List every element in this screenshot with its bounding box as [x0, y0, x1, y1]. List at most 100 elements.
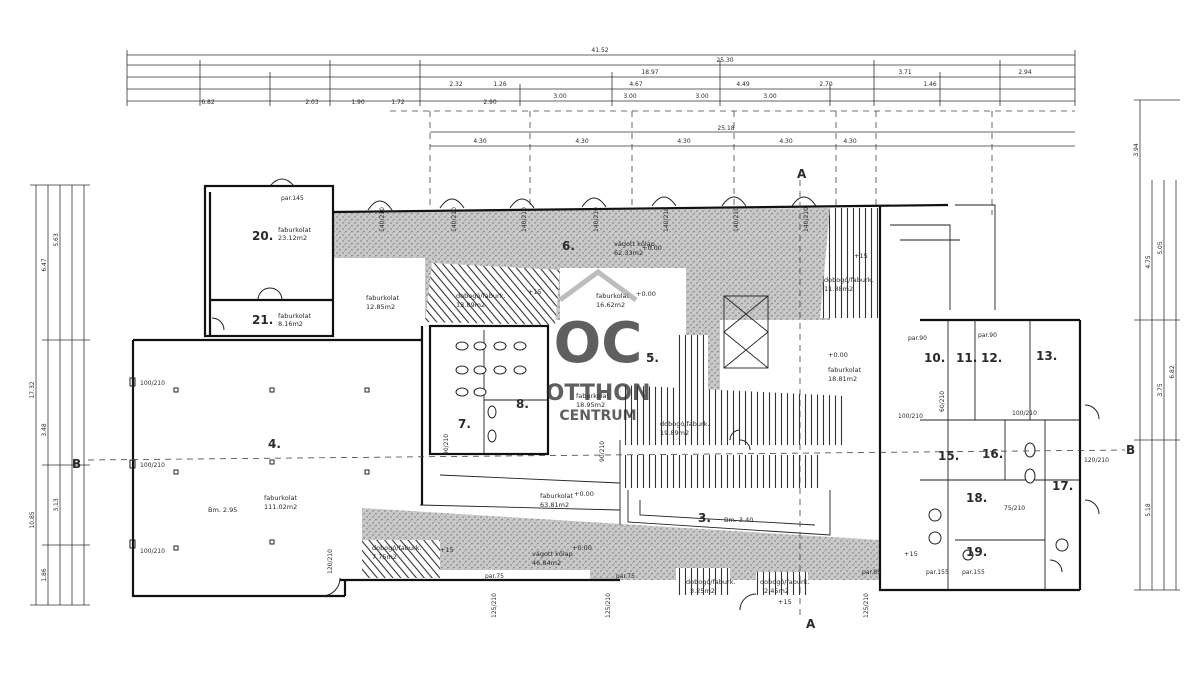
right-dim-0: 3.94	[1133, 143, 1140, 157]
room-6-type: vágott kőlap	[614, 239, 655, 248]
room-20-number: 20.	[252, 229, 273, 243]
dim-row5-7: 3.00	[695, 93, 709, 100]
north-windows	[269, 178, 817, 211]
room-c-type: faburkolat	[596, 292, 629, 300]
room-g-area: 19.89m2	[660, 429, 689, 437]
watermark-logo: OC	[554, 311, 643, 376]
opening-1: 140/210	[451, 207, 458, 232]
room-12-number: 12.	[981, 351, 1002, 365]
top-dimension-chains: 41.52 25.30 18.97 3.71 2.94 2.32 1.26 4.…	[126, 47, 1076, 215]
level-8: +15	[904, 550, 918, 558]
opening-4: 140/210	[663, 207, 670, 232]
room-e-area: 18.81m2	[828, 375, 857, 383]
opening-12: 120/210	[327, 549, 334, 574]
dim-grid-4: 4.30	[843, 138, 857, 145]
parapet-7: par.155	[962, 569, 985, 576]
room-f-type: faburkolat	[576, 392, 609, 400]
dim-row3-2: 2.94	[1018, 69, 1032, 76]
room-6-number: 6.	[562, 239, 575, 253]
room-k-type: dobogó/faburk.	[686, 578, 736, 586]
room-f-area: 18.95m2	[576, 401, 605, 409]
wc-fixtures	[455, 341, 1069, 561]
room-c-area: 16.62m2	[596, 301, 625, 309]
room-k-area: 3.25m2	[690, 587, 715, 595]
opening-3: 140/210	[593, 207, 600, 232]
right-dim-3: 6.82	[1169, 365, 1176, 379]
right-dim-1: 4.75	[1145, 255, 1152, 269]
room-21-number: 21.	[252, 313, 273, 327]
opening-20: 125/210	[863, 593, 870, 618]
floor-fills	[332, 208, 880, 595]
room-l-type: dobogó/faburk.	[760, 578, 810, 586]
room-j-area: 7.75m2	[372, 553, 397, 561]
dim-row5-8: 3.00	[763, 93, 777, 100]
watermark-line2: CENTRUM	[559, 408, 636, 424]
room-d-area: 11.88m2	[824, 285, 853, 293]
dim-row4-3: 4.49	[736, 81, 750, 88]
dim-grid-2: 4.30	[677, 138, 691, 145]
opening-15: 90/210	[443, 434, 450, 455]
dim-grid-total: 25.18	[717, 125, 734, 132]
level-1: +0.00	[636, 290, 656, 298]
room-6-area: 62.33m2	[614, 249, 643, 257]
room-21-area: 8.16m2	[278, 320, 303, 328]
left-dim-1: 10.85	[29, 511, 36, 528]
dim-row4-5: 1.46	[923, 81, 937, 88]
room-h-area: 63.81m2	[540, 501, 569, 509]
dim-row4-0: 2.32	[449, 81, 463, 88]
left-dim-3: 5.63	[53, 233, 60, 247]
left-dim-0: 17.32	[29, 381, 36, 398]
dim-grid-0: 4.30	[473, 138, 487, 145]
walls	[131, 184, 1082, 598]
otthon-centrum-watermark: OC OTTHON CENTRUM	[546, 268, 651, 424]
room-labels: 20. faburkolat 23.12m2 21. faburkolat 8.…	[252, 226, 1073, 595]
left-dim-2: 6.47	[41, 258, 48, 272]
room-11-number: 11.	[956, 351, 977, 365]
left-dimension-chains: 17.32 10.85 6.47 5.63 3.48 3.13 1.86	[29, 184, 90, 606]
room-b-area: 13.89m2	[456, 301, 485, 309]
room-17-number: 17.	[1052, 479, 1073, 493]
opening-2: 140/210	[521, 207, 528, 232]
room-16-number: 16.	[982, 447, 1003, 461]
room-20-type: faburkolat	[278, 226, 311, 234]
section-b-left: B	[72, 457, 81, 471]
door-swings	[211, 287, 1100, 611]
section-marks: A A B B	[72, 167, 1135, 631]
parapet-3: par.75	[485, 573, 504, 580]
room-3-number: 3.	[698, 511, 711, 525]
room-a-type: faburkolat	[366, 294, 399, 302]
watermark-line1: OTTHON	[546, 381, 651, 406]
floor-height-1: Bm. 3.40	[724, 516, 753, 524]
room-15-number: 15.	[938, 449, 959, 463]
room-21-type: faburkolat	[278, 312, 311, 320]
section-b-right: B	[1126, 443, 1135, 457]
opening-9: 100/210	[140, 548, 165, 555]
room-4-type: faburkolat	[264, 494, 297, 502]
level-3: +0.00	[574, 490, 594, 498]
dim-grid-1: 4.30	[575, 138, 589, 145]
opening-10: 100/210	[898, 413, 923, 420]
room-b-type: dobogó/faburk.	[456, 292, 506, 300]
right-dim-5: 3.75	[1157, 383, 1164, 397]
columns	[129, 377, 370, 551]
dim-row4-4: 2.70	[819, 81, 833, 88]
room-8-number: 8.	[516, 397, 529, 411]
dim-row5-0: 6.82	[201, 99, 215, 106]
dim-row5-6: 3.00	[623, 93, 637, 100]
room-20-area: 23.12m2	[278, 234, 307, 242]
room-10-number: 10.	[924, 351, 945, 365]
dim-row5-3: 1.72	[391, 99, 405, 106]
room-a-area: 12.85m2	[366, 303, 395, 311]
dim-row5-4: 2.90	[483, 99, 497, 106]
room-h-type: faburkolat	[540, 492, 573, 500]
opening-19: 125/210	[605, 593, 612, 618]
parapet-4: par.75	[616, 573, 635, 580]
room-j-type: dobogó/faburk.	[372, 544, 422, 552]
dim-row5-1: 2.03	[305, 99, 319, 106]
room-g-type: dobogó/faburk.	[660, 420, 710, 428]
left-dim-6: 1.86	[41, 568, 48, 582]
dim-grid-3: 4.30	[779, 138, 793, 145]
level-0: +0.00	[642, 244, 662, 252]
room-i-area: 46.84m2	[532, 559, 561, 567]
annotations: +0.00 +0.00 +0.00 +0.00 +0.00 +15 +15 +1…	[140, 195, 1109, 618]
